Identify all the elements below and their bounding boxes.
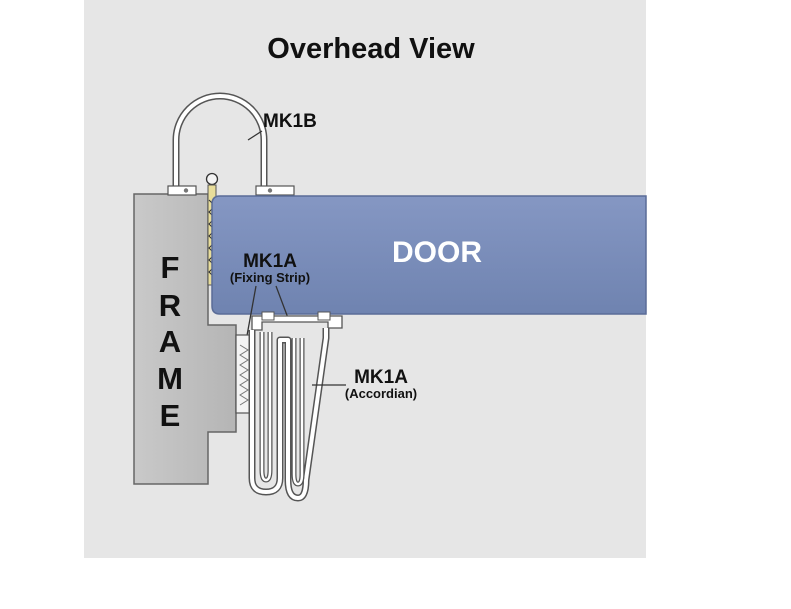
- frame-letter-f: F: [161, 250, 180, 285]
- mk1b-leader-line: [247, 130, 263, 141]
- mk1b-seal: [167, 92, 295, 196]
- frame-letter-a: A: [159, 324, 181, 359]
- door-panel: [211, 195, 647, 315]
- frame-letter-m: M: [157, 361, 183, 396]
- diagram-title: Overhead View: [267, 33, 475, 65]
- frame-letter-e: E: [160, 398, 181, 433]
- mk1a-fixing-sublabel: (Fixing Strip): [230, 270, 310, 285]
- mk1a-accordian-sublabel: (Accordian): [345, 386, 417, 401]
- door-label: DOOR: [392, 236, 482, 269]
- mk1a-accordian-label: MK1A: [354, 367, 408, 388]
- mk1a-fixing-leader-right: [275, 285, 289, 319]
- mk1a-fixing-label: MK1A: [243, 251, 297, 272]
- frame-letter-r: R: [159, 288, 181, 323]
- frame-label: F R A M E: [157, 250, 183, 433]
- mk1b-label: MK1B: [263, 111, 317, 132]
- mk1a-accordian-seal: [248, 328, 346, 502]
